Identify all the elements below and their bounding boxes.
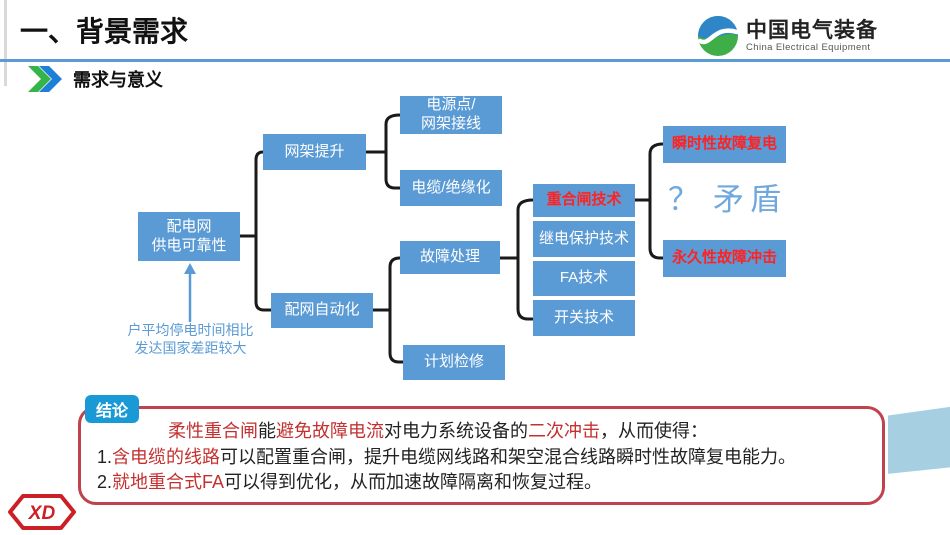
contradiction-label: ？ 矛盾: [668, 174, 808, 219]
conclusion-text: 可以配置重合闸，提升电缆网线路和架空混合线路瞬时性故障复电能力。: [220, 447, 797, 467]
node-label: 配电网: [166, 217, 212, 235]
conclusion-line-1: 柔性重合闸能避免故障电流对电力系统设备的二次冲击，从而使得：: [168, 417, 708, 443]
node-label: 网架接线: [420, 115, 481, 132]
page-title: 一、背景需求: [20, 16, 189, 47]
node-transient-fault-restore: 瞬时性故障复电: [663, 126, 786, 163]
node-label: FA技术: [559, 269, 609, 287]
conclusion-text: 柔性重合闸: [168, 421, 258, 441]
annotation-line: 户平均停电时间相比: [127, 322, 254, 338]
company-name: 中国电气装备: [746, 18, 878, 42]
node-label: 永久性故障冲击: [671, 249, 777, 267]
conclusion-text: ，从而使得：: [600, 421, 708, 441]
conclusion-box: [78, 406, 885, 505]
company-logo-text: 中国电气装备 China Electrical Equipment: [746, 19, 878, 53]
node-label: 电源点/: [426, 96, 476, 114]
connector-trunk-fault: [516, 198, 535, 321]
conclusion-text: 可以得到优化，从而加速故障隔离和恢复过程。: [224, 472, 603, 492]
node-label: 网架提升: [284, 142, 345, 160]
company-logo-icon: [697, 16, 740, 56]
conclusion-text: 能: [258, 421, 276, 441]
node-distribution-automation: 配网自动化: [271, 293, 373, 328]
conclusion-text: 避免故障电流: [276, 421, 384, 441]
conclusion-text: 就地重合式FA: [112, 472, 225, 492]
conclusion-badge: 结论: [85, 395, 139, 423]
xd-stamp-text: XD: [28, 503, 56, 524]
node-label: 供电可靠性: [151, 236, 227, 254]
annotation-line: 发达国家差距较大: [134, 339, 247, 356]
question-mark: ？: [668, 182, 699, 217]
node-label: 故障处理: [419, 248, 480, 266]
node-planned-maintenance: 计划检修: [403, 345, 505, 380]
node-power-point: 电源点/ 网架接线: [400, 96, 502, 134]
node-permanent-fault-impact: 永久性故障冲击: [663, 240, 786, 277]
node-label: 电缆/绝缘化: [411, 178, 491, 196]
conclusion-line-3: 2.就地重合式FA可以得到优化，从而加速故障隔离和恢复过程。: [97, 468, 602, 494]
node-cable-insulation: 电缆/绝缘化: [400, 170, 502, 206]
connector-trunk-recloser: [648, 142, 665, 260]
company-name-en: China Electrical Equipment: [746, 42, 871, 54]
node-label: 配网自动化: [284, 301, 360, 319]
conclusion-text: 含电缆的线路: [112, 447, 221, 467]
node-distribution-reliability: 配电网 供电可靠性: [138, 212, 240, 261]
connector-trunk-grid: [384, 113, 402, 190]
conclusion-text: 2.: [97, 472, 113, 492]
node-relay-protection: 继电保护技术: [533, 221, 635, 257]
header-divider: [0, 59, 950, 62]
node-recloser-technology: 重合闸技术: [533, 184, 635, 217]
company-logo: 中国电气装备 China Electrical Equipment: [696, 14, 878, 58]
conclusion-text: 对电力系统设备的: [384, 421, 528, 441]
conclusion-line-2: 1.含电缆的线路可以配置重合闸，提升电缆网线路和架空混合线路瞬时性故障复电能力。: [97, 443, 796, 469]
node-switch-technology: 开关技术: [533, 300, 635, 336]
node-fault-handling: 故障处理: [400, 241, 500, 274]
conclusion-text: 二次冲击: [528, 421, 600, 441]
node-label: 重合闸技术: [546, 191, 622, 209]
contradiction-word: 矛盾: [713, 182, 787, 217]
section-title: 需求与意义: [73, 70, 163, 90]
decorative-blue-band: [888, 406, 950, 474]
conclusion-text: 1.: [97, 447, 113, 467]
node-label: 开关技术: [553, 308, 614, 326]
node-label: 计划检修: [423, 353, 484, 371]
node-label: 继电保护技术: [538, 229, 629, 247]
node-fa-technology: FA技术: [533, 261, 635, 296]
left-edge-strip: [4, 0, 7, 86]
connector-trunk-level1: [254, 150, 273, 312]
xd-stamp-logo: XD: [8, 494, 76, 530]
node-grid-upgrade: 网架提升: [263, 134, 366, 170]
section-header: 需求与意义: [28, 66, 163, 92]
double-chevron-icon: [28, 66, 62, 92]
outage-annotation: 户平均停电时间相比 发达国家差距较大: [118, 322, 263, 357]
annotation-arrow: [184, 263, 196, 322]
node-label: 瞬时性故障复电: [671, 135, 777, 153]
